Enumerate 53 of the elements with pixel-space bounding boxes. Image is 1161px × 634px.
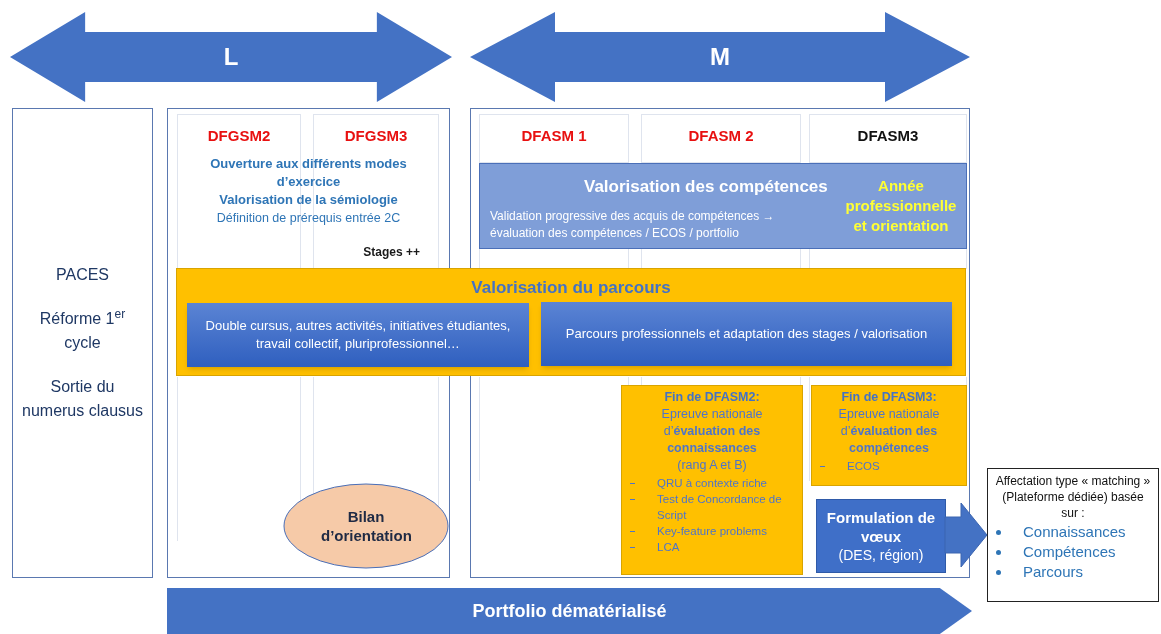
column-heading: DFASM 1 bbox=[521, 126, 587, 146]
box-text: Double cursus, autres activités, initiatives étudiantes, travail collectif, pluriprofessionnel… bbox=[204, 317, 512, 353]
info-text: Définition de prérequis entrée 2C bbox=[216, 210, 401, 227]
box-text: Affectation type « matching » (Plateforme dédiée) basée sur : bbox=[994, 473, 1152, 521]
column-note: Stages ++ bbox=[363, 244, 420, 261]
box-title: Fin de DFASM3: bbox=[841, 389, 937, 406]
highlight-text: Année professionnelle et orientation bbox=[844, 176, 958, 236]
year-column bbox=[641, 114, 801, 163]
orientation-ellipse bbox=[283, 483, 449, 569]
list-item: LCA bbox=[657, 540, 680, 555]
box-text: Parcours professionnels et adaptation des stages / valorisation bbox=[565, 325, 928, 343]
arrow-label: M bbox=[710, 42, 730, 72]
double-arrow bbox=[10, 12, 452, 102]
double-arrow bbox=[470, 12, 970, 102]
band-title: Valorisation des compétences bbox=[584, 176, 828, 198]
band-text: Validation progressive des acquis de compétences → évaluation des compétences / ECOS / portfolio bbox=[490, 208, 776, 242]
column-heading: DFASM3 bbox=[857, 126, 919, 146]
box-text: (rang A et B) bbox=[677, 457, 747, 474]
list-item: Key-feature problems bbox=[657, 524, 767, 539]
year-column bbox=[479, 114, 629, 163]
list-item: Test de Concordance de Script bbox=[657, 492, 783, 523]
column-heading: DFGSM2 bbox=[207, 126, 271, 146]
wish-box bbox=[816, 499, 946, 573]
box-title: Fin de DFASM2: bbox=[664, 389, 760, 406]
ellipse-text: Bilan d’orientation bbox=[321, 507, 411, 545]
band-title: Valorisation du parcours bbox=[471, 277, 671, 299]
list-item: ECOS bbox=[847, 459, 880, 474]
box-text: Réforme 1$^{er}$ cycle bbox=[38, 307, 127, 353]
arrow-label: L bbox=[223, 42, 239, 72]
assignment-box bbox=[987, 468, 1159, 602]
list-item: Compétences bbox=[1023, 542, 1116, 562]
arrow-label: Portfolio dématérialisé bbox=[472, 599, 667, 623]
list-item: QRU à contexte riche bbox=[657, 476, 767, 491]
competence-band bbox=[479, 163, 967, 249]
info-text: Valorisation de la sémiologie bbox=[219, 191, 398, 209]
box-text: PACES bbox=[55, 265, 110, 285]
column-heading: DFGSM3 bbox=[343, 126, 409, 146]
activity-box bbox=[541, 302, 952, 366]
box-text: (DES, région) bbox=[838, 545, 924, 565]
box-title: Formulation de vœux bbox=[825, 507, 937, 546]
list-item: Parcours bbox=[1023, 562, 1084, 582]
block-arrow bbox=[944, 502, 988, 568]
exam-box bbox=[811, 385, 967, 486]
list-item: Connaissances bbox=[1023, 522, 1126, 542]
cycle-box bbox=[12, 108, 153, 578]
column-heading: DFASM 2 bbox=[688, 126, 754, 146]
box-text: Epreuve nationale d’évaluation des connaissances bbox=[660, 406, 764, 457]
year-column bbox=[809, 114, 967, 163]
box-text: Sortie du numerus clausus bbox=[21, 377, 144, 421]
exam-box bbox=[621, 385, 803, 575]
info-text: Ouverture aux différents modes d’exercice bbox=[209, 155, 408, 191]
activity-box bbox=[187, 303, 529, 367]
box-text: Epreuve nationale d’évaluation des compétences bbox=[837, 406, 941, 457]
